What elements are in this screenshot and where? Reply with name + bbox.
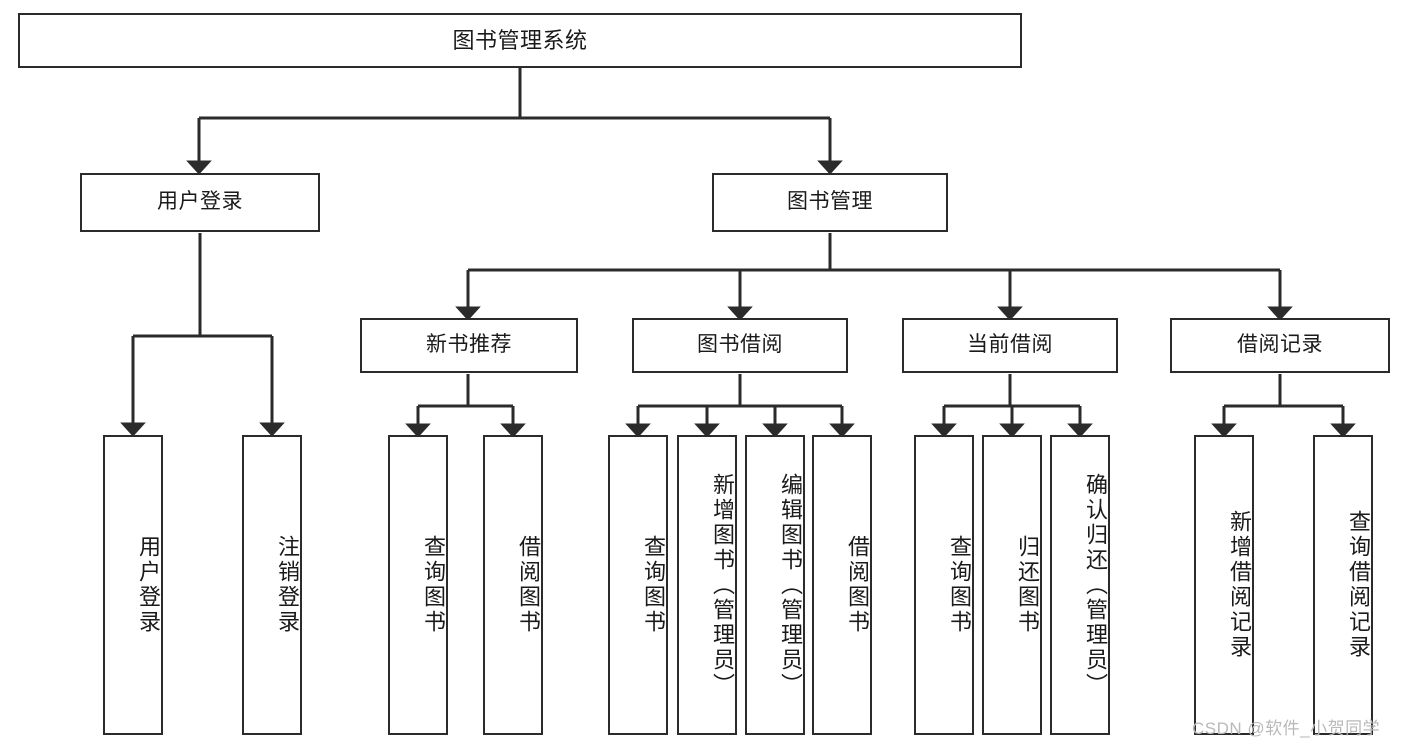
node-leaf-add-book[interactable]: 新增图书（管理员） xyxy=(677,435,737,735)
node-leaf-user-login[interactable]: 用户登录 xyxy=(103,435,163,735)
node-leaf-add-record-label: 新增借阅记录 xyxy=(1227,510,1252,660)
node-leaf-edit-book[interactable]: 编辑图书（管理员） xyxy=(745,435,805,735)
node-leaf-confirm-return-label: 确认归还（管理员） xyxy=(1083,472,1108,698)
node-leaf-user-logout-label: 注销登录 xyxy=(275,535,300,635)
node-leaf-query-book-1-label: 查询图书 xyxy=(421,535,446,635)
node-leaf-borrow-book-1[interactable]: 借阅图书 xyxy=(483,435,543,735)
node-current-borrow[interactable]: 当前借阅 xyxy=(902,318,1118,373)
node-leaf-add-record[interactable]: 新增借阅记录 xyxy=(1194,435,1254,735)
node-book-management[interactable]: 图书管理 xyxy=(712,173,948,232)
node-leaf-confirm-return[interactable]: 确认归还（管理员） xyxy=(1050,435,1110,735)
node-leaf-return-book-label: 归还图书 xyxy=(1015,535,1040,635)
node-leaf-query-book-2[interactable]: 查询图书 xyxy=(608,435,668,735)
node-leaf-return-book[interactable]: 归还图书 xyxy=(982,435,1042,735)
node-leaf-borrow-book-2[interactable]: 借阅图书 xyxy=(812,435,872,735)
node-leaf-borrow-book-1-label: 借阅图书 xyxy=(516,535,541,635)
node-borrow-record[interactable]: 借阅记录 xyxy=(1170,318,1390,373)
node-leaf-borrow-book-2-label: 借阅图书 xyxy=(845,535,870,635)
watermark-text: CSDN @软件_小贺同学 xyxy=(1192,719,1381,738)
node-user-login[interactable]: 用户登录 xyxy=(80,173,320,232)
node-leaf-query-book-3[interactable]: 查询图书 xyxy=(914,435,974,735)
node-book-borrow[interactable]: 图书借阅 xyxy=(632,318,848,373)
node-leaf-user-logout[interactable]: 注销登录 xyxy=(242,435,302,735)
node-leaf-query-book-3-label: 查询图书 xyxy=(947,535,972,635)
node-new-book-recommend[interactable]: 新书推荐 xyxy=(360,318,578,373)
node-root-system[interactable]: 图书管理系统 xyxy=(18,13,1022,68)
node-leaf-edit-book-label: 编辑图书（管理员） xyxy=(778,472,803,698)
node-leaf-user-login-label: 用户登录 xyxy=(136,535,161,635)
node-leaf-query-record[interactable]: 查询借阅记录 xyxy=(1313,435,1373,735)
node-leaf-query-record-label: 查询借阅记录 xyxy=(1346,510,1371,660)
node-leaf-query-book-1[interactable]: 查询图书 xyxy=(388,435,448,735)
node-leaf-query-book-2-label: 查询图书 xyxy=(641,535,666,635)
node-leaf-add-book-label: 新增图书（管理员） xyxy=(710,472,735,698)
